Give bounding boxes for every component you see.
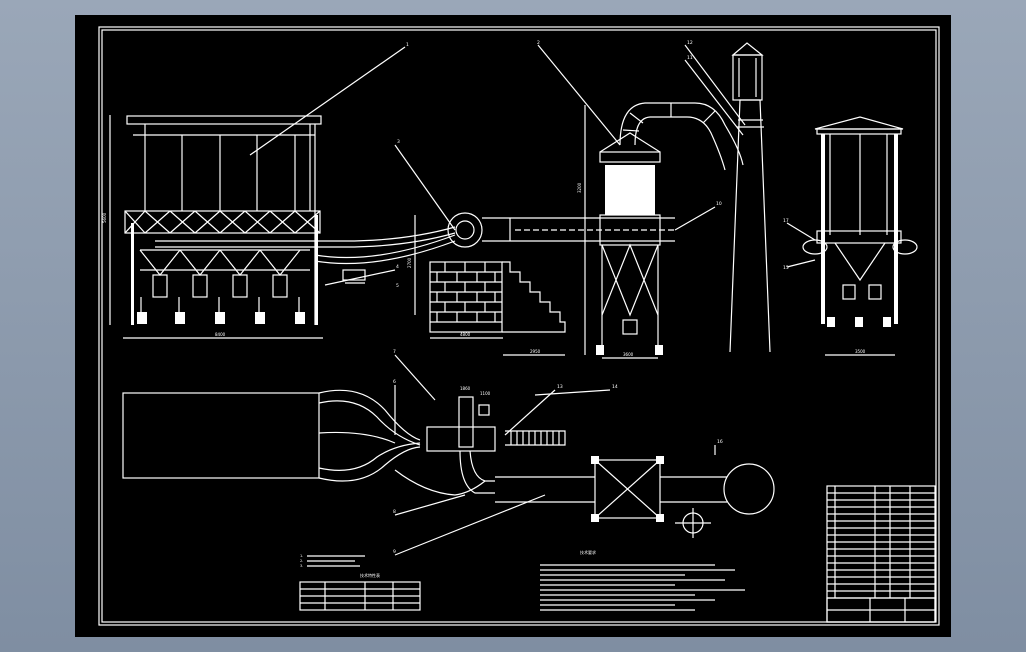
dim-7: 3500 (855, 349, 866, 354)
filter-tower (596, 132, 663, 355)
label-5: 5 (396, 283, 399, 289)
dim-4: 2950 (530, 349, 541, 354)
note-left-3: 3. (300, 564, 303, 568)
dim-6: 3600 (623, 352, 634, 357)
notes-title: 技术要求 (580, 549, 596, 555)
title-block (826, 485, 936, 623)
leader-lines (249, 44, 816, 556)
side-elevation (802, 116, 918, 327)
outer-border (98, 26, 940, 626)
label-11: 11 (687, 55, 693, 61)
label-17: 17 (783, 218, 789, 224)
label-7: 7 (393, 349, 396, 355)
dimension-lines (109, 105, 895, 359)
outlet-pipe (619, 102, 744, 171)
label-13: 13 (557, 384, 563, 390)
leader-labels: 1 2 3 4 5 6 7 8 9 10 11 12 13 14 15 16 1… (393, 40, 789, 555)
label-6: 6 (393, 379, 396, 385)
label-1: 1 (406, 42, 409, 48)
drawing-sheet: 1 2 3 4 5 6 7 8 9 10 11 12 13 14 15 16 1… (75, 15, 951, 637)
notes-right: 技术要求 (540, 549, 745, 611)
label-8: 8 (393, 509, 396, 515)
inner-border (101, 29, 937, 623)
notes-left: 1. 2. 3. (300, 554, 365, 568)
label-9: 9 (393, 549, 396, 555)
label-14: 14 (612, 384, 618, 390)
label-2: 2 (537, 40, 540, 46)
dim-5: 3200 (577, 182, 582, 193)
engineering-drawing: 1 2 3 4 5 6 7 8 9 10 11 12 13 14 15 16 1… (98, 26, 940, 626)
note-left-2: 2. (300, 559, 303, 563)
label-10: 10 (716, 201, 722, 207)
label-12: 12 (687, 40, 693, 46)
label-3: 3 (397, 139, 400, 145)
main-fan (447, 212, 675, 248)
dim-8: 2700 (407, 257, 412, 268)
dim-3: 4800 (460, 332, 471, 337)
dim-9: 1860 (460, 386, 471, 391)
note-left-1: 1. (300, 554, 303, 558)
label-16: 16 (717, 439, 723, 445)
dim-10: 1100 (480, 391, 491, 396)
bag-filter-structure (124, 115, 322, 325)
dim-1: 8400 (215, 332, 226, 337)
label-4: 4 (396, 264, 399, 270)
tech-table: 技术特性表 (299, 572, 421, 611)
label-15: 15 (783, 265, 789, 271)
dim-2: 5600 (102, 212, 107, 223)
chimney (729, 42, 771, 353)
brick-foundation (429, 261, 566, 333)
inlet-duct (155, 226, 456, 284)
dimension-labels: 8400 5600 4800 2950 3200 3600 3500 2700 … (102, 182, 866, 396)
plan-view (122, 389, 775, 538)
table-title: 技术特性表 (360, 572, 380, 578)
